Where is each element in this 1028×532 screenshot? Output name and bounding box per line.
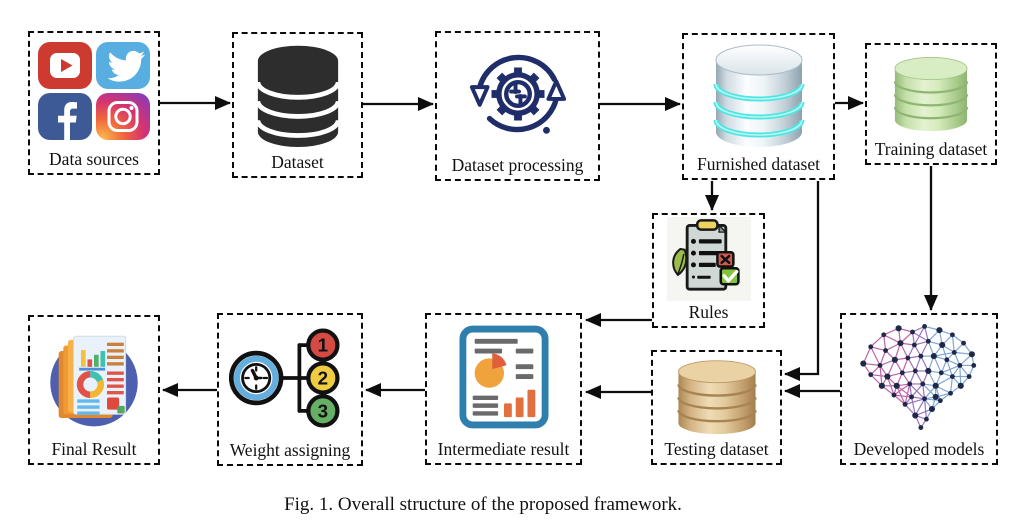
node-training-dataset: Training dataset bbox=[865, 43, 997, 165]
neural-brain-icon bbox=[860, 324, 977, 431]
database-green-icon bbox=[893, 56, 969, 131]
dataset-icon-wrap bbox=[234, 34, 361, 153]
final-report-icon bbox=[50, 336, 138, 427]
report-chart-icon bbox=[458, 325, 549, 429]
node-label: Intermediate result bbox=[437, 438, 570, 459]
rules-checklist-icon bbox=[666, 216, 751, 301]
instagram-icon bbox=[96, 93, 150, 141]
node-label: Furnished dataset bbox=[697, 153, 820, 174]
node-label: Final Result bbox=[51, 438, 137, 459]
youtube-icon bbox=[38, 42, 92, 90]
developed-models-icon-wrap bbox=[842, 315, 996, 440]
weight-3-label: 3 bbox=[318, 400, 328, 421]
intermediate-icon-wrap bbox=[427, 315, 580, 440]
node-label: Dataset bbox=[271, 151, 324, 172]
gear-sync-icon bbox=[469, 55, 566, 135]
testing-icon-wrap bbox=[653, 352, 780, 440]
weight-1-label: 1 bbox=[318, 335, 328, 356]
node-label: Testing dataset bbox=[664, 438, 769, 459]
figure-caption: Fig. 1. Overall structure of the propose… bbox=[284, 494, 682, 515]
weights-clock-icon: 1 2 3 bbox=[228, 328, 340, 428]
database-gold-icon bbox=[676, 360, 757, 434]
weight-2-label: 2 bbox=[318, 367, 328, 388]
arrow-furnished-to-testing bbox=[784, 181, 820, 381]
node-label: Developed models bbox=[853, 438, 985, 459]
node-label: Data sources bbox=[49, 148, 139, 169]
database-dark-icon bbox=[254, 45, 341, 147]
node-label: Dataset processing bbox=[451, 154, 584, 175]
facebook-icon bbox=[38, 93, 92, 141]
node-data-sources: Data sources bbox=[28, 31, 160, 175]
furnished-icon-wrap bbox=[684, 35, 833, 155]
node-rules: Rules bbox=[652, 213, 765, 328]
node-furnished-dataset: Furnished dataset bbox=[682, 33, 835, 180]
node-dataset: Dataset bbox=[232, 32, 363, 178]
weight-icon-wrap: 1 2 3 bbox=[219, 315, 361, 441]
node-testing-dataset: Testing dataset bbox=[651, 350, 782, 465]
node-label: Training dataset bbox=[874, 138, 988, 159]
node-intermediate-result: Intermediate result bbox=[425, 313, 582, 465]
node-final-result: Final Result bbox=[28, 315, 160, 465]
node-label: Rules bbox=[688, 301, 729, 322]
data-sources-icon-wrap bbox=[30, 33, 158, 150]
node-developed-models: Developed models bbox=[840, 313, 998, 465]
processing-icon-wrap bbox=[437, 33, 598, 156]
node-label: Weight assigning bbox=[229, 439, 351, 460]
database-silver-icon bbox=[713, 44, 804, 147]
node-weight-assigning: 1 2 3 Weight assigning bbox=[217, 313, 363, 466]
node-dataset-processing: Dataset processing bbox=[435, 31, 600, 181]
rules-icon-wrap bbox=[654, 215, 763, 303]
training-icon-wrap bbox=[867, 45, 995, 140]
twitter-icon bbox=[96, 42, 150, 90]
final-result-icon-wrap bbox=[30, 317, 158, 440]
social-media-grid-icon bbox=[38, 42, 150, 141]
